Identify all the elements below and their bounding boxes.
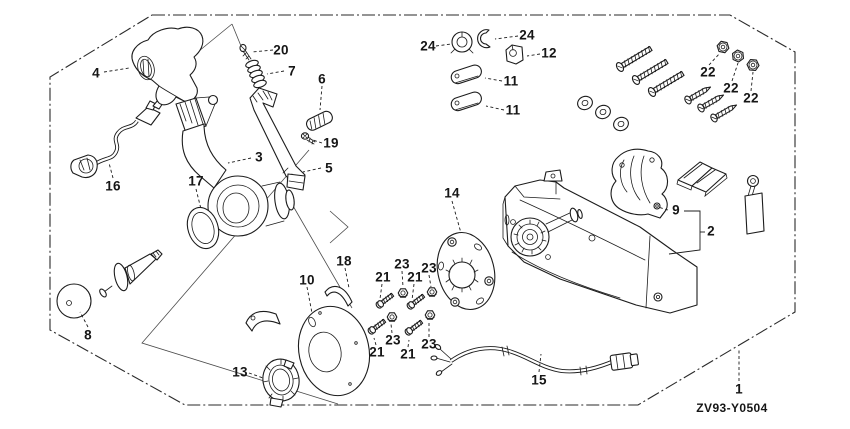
part-callout-11: 11 — [505, 102, 521, 118]
part-callout-17: 17 — [188, 173, 204, 189]
group-bracket-part-2 — [668, 210, 705, 255]
part-callout-10: 10 — [299, 272, 315, 288]
part-17-o-ring — [186, 206, 220, 250]
part-8-friction-knob — [56, 283, 92, 319]
washers — [577, 95, 629, 132]
part-13-gear-ring — [262, 358, 300, 408]
curved-shim — [245, 310, 281, 332]
part-callout-6: 6 — [318, 71, 326, 87]
part-21-bolts — [367, 292, 426, 336]
part-callout-12: 12 — [541, 45, 557, 61]
part-callout-9: 9 — [672, 202, 680, 218]
part-callout-11: 11 — [503, 73, 519, 89]
part-18-strip — [324, 285, 353, 307]
part-callout-7: 7 — [288, 63, 296, 79]
part-6-pad — [305, 110, 333, 131]
adjusting-shaft — [99, 249, 163, 298]
part-callout-24: 24 — [519, 27, 535, 43]
part-callout-3: 3 — [255, 149, 263, 165]
part-callout-23: 23 — [421, 260, 437, 276]
part-2-control-box-housing — [502, 169, 698, 314]
part-callout-24: 24 — [420, 38, 436, 54]
part-10-mount-disc — [297, 305, 371, 397]
part-16-indicator-cable — [70, 99, 164, 179]
part-9-mount-bracket — [610, 148, 669, 219]
part-callout-1: 1 — [735, 381, 743, 397]
part-22-nuts — [716, 40, 760, 71]
part-callout-21: 21 — [369, 344, 385, 360]
part-23-nuts — [386, 287, 438, 322]
part-19-screw — [300, 132, 316, 145]
part-callout-21: 21 — [400, 346, 416, 362]
part-callout-16: 16 — [105, 178, 121, 194]
part-callout-2: 2 — [707, 223, 715, 239]
part-15-wire-harness — [430, 343, 639, 376]
part-7-spring — [245, 59, 267, 89]
manual-booklet — [676, 161, 728, 198]
part-24-grommets — [450, 29, 491, 54]
part-5-shift-arm — [249, 87, 306, 191]
part-callout-22: 22 — [700, 64, 716, 80]
part-20-screw — [239, 43, 252, 61]
part-callout-23: 23 — [394, 256, 410, 272]
part-callout-21: 21 — [407, 269, 423, 285]
key-tag — [744, 174, 765, 235]
part-3-control-lever — [175, 94, 295, 237]
part-callout-15: 15 — [531, 372, 547, 388]
machine-screws — [615, 45, 685, 97]
part-callout-8: 8 — [84, 327, 92, 343]
tapping-screws — [684, 86, 738, 123]
part-14-adapter-plate — [436, 232, 496, 310]
part-callout-13: 13 — [232, 364, 248, 380]
kit-boundary-border — [49, 14, 796, 406]
part-12-cable-holder — [505, 44, 524, 65]
part-callout-4: 4 — [92, 65, 100, 81]
part-callout-19: 19 — [323, 135, 339, 151]
part-4-throttle-grip — [131, 26, 204, 106]
part-callout-21: 21 — [375, 269, 391, 285]
part-callout-5: 5 — [325, 160, 333, 176]
part-callout-20: 20 — [273, 42, 289, 58]
callout-leader-lines — [79, 35, 754, 381]
part-callout-18: 18 — [336, 253, 352, 269]
part-callout-23: 23 — [421, 336, 437, 352]
part-callout-23: 23 — [385, 332, 401, 348]
part-callout-14: 14 — [444, 185, 460, 201]
part-11-clamps — [450, 64, 482, 112]
part-callout-22: 22 — [743, 90, 759, 106]
catalog-code: ZV93-Y0504 — [696, 401, 768, 415]
part-callout-22: 22 — [723, 80, 739, 96]
